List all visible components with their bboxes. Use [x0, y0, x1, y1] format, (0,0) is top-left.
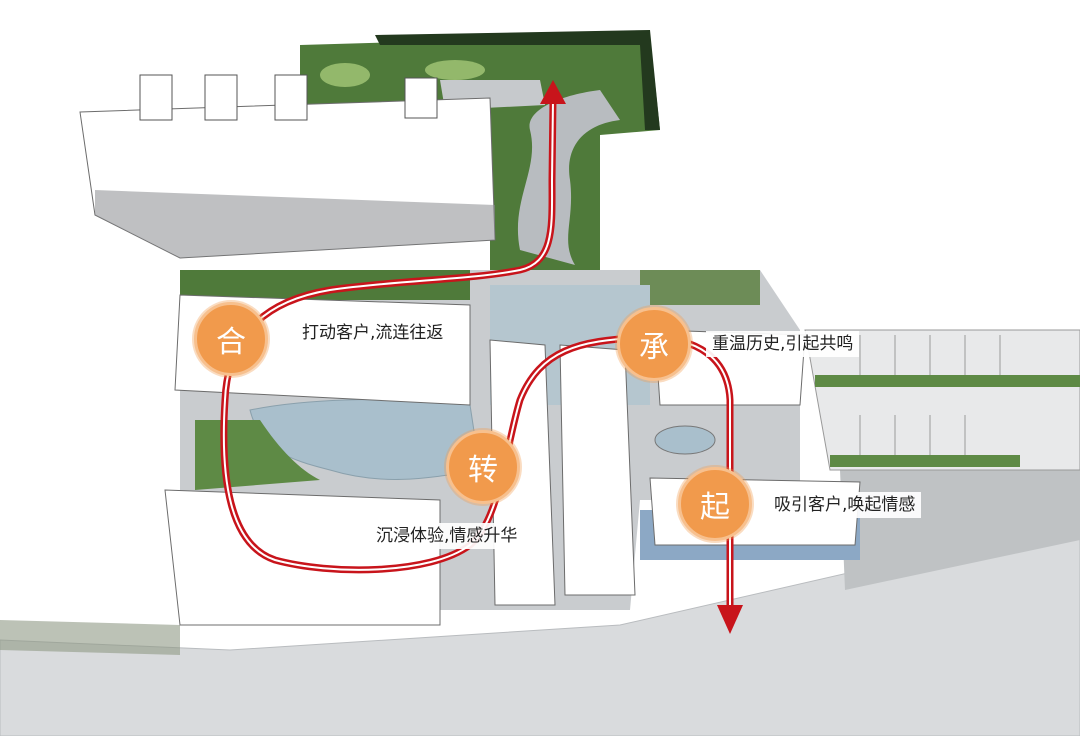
- street-sidewalk: [0, 519, 1080, 737]
- parking-bays: [859, 335, 1001, 455]
- stage-caption-he: 打动客户,流连往返: [296, 320, 450, 346]
- residential-building-facade: [95, 190, 495, 258]
- stage-node-zhuan: 转: [446, 430, 520, 504]
- stage-caption-zhuan: 沉浸体验,情感升华: [370, 523, 524, 549]
- round-fountain: [654, 425, 716, 455]
- street-planting-strip: [0, 620, 180, 655]
- stage-node-he: 合: [194, 302, 268, 376]
- parking-green-strip: [815, 375, 1080, 387]
- building-left-lower: [164, 489, 441, 626]
- stage-node-cheng: 承: [617, 307, 691, 381]
- garden-lawn-1: [320, 63, 370, 87]
- courtyard-greenbelt-right: [640, 270, 760, 305]
- building-center-right: [559, 344, 636, 596]
- route-line-inner: [222, 99, 731, 620]
- stage-node-qi: 起: [678, 467, 752, 541]
- top-garden-dark-edge: [375, 30, 660, 130]
- arrow-down-icon: [717, 605, 743, 634]
- stage-caption-qi: 吸引客户,唤起情感: [768, 492, 922, 518]
- parking-green-strip-2: [830, 455, 1020, 467]
- parking-lot: [804, 329, 1080, 471]
- courtyard-greenbelt: [180, 270, 470, 300]
- stage-caption-cheng: 重温历史,引起共鸣: [706, 331, 860, 357]
- garden-stone-path: [517, 90, 620, 265]
- arrow-up-icon: [540, 80, 566, 104]
- building-rooftop-towers: [139, 74, 438, 121]
- circulation-route: [220, 99, 734, 620]
- garden-lawn-2: [425, 60, 485, 80]
- road-right: [840, 455, 1080, 590]
